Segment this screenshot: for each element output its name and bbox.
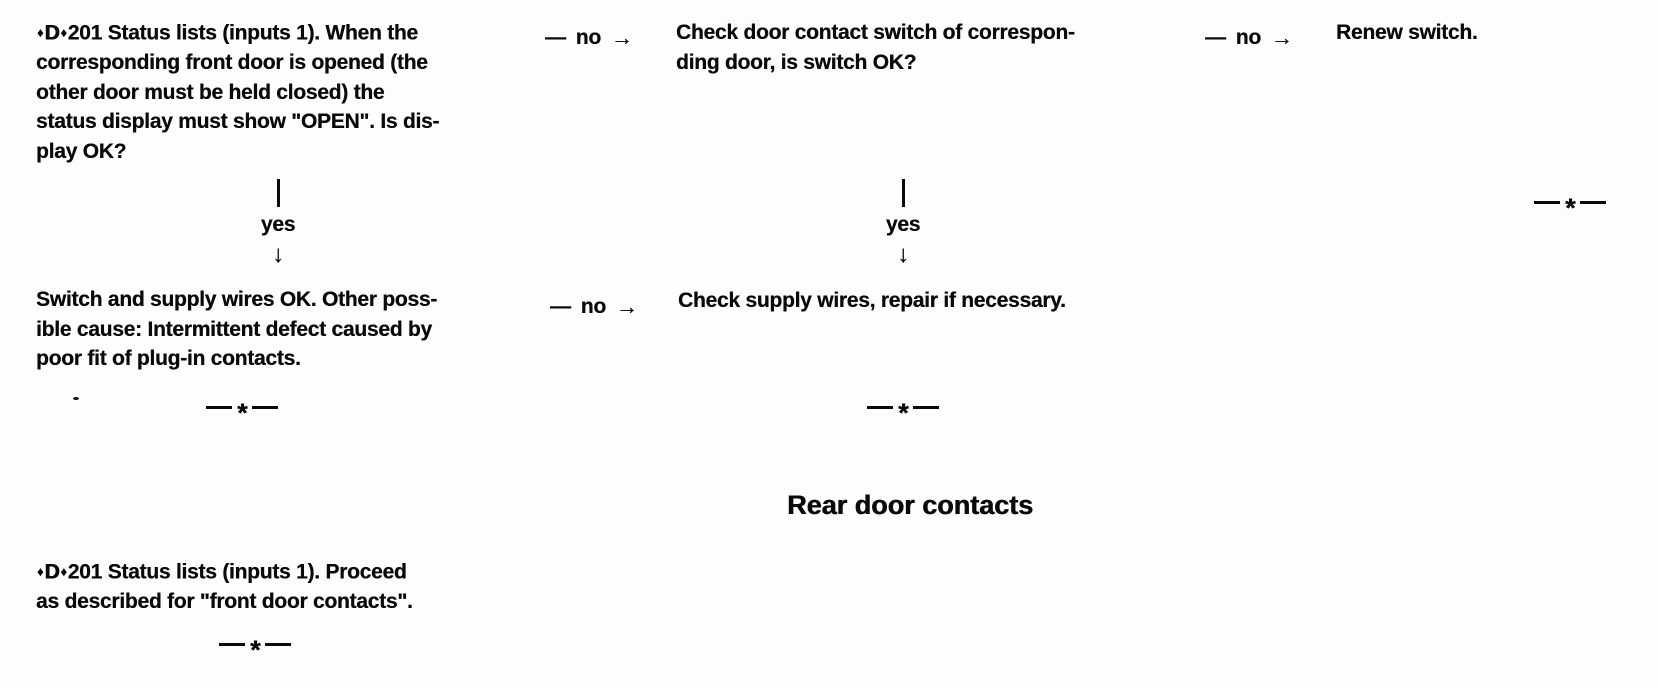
separator-dash xyxy=(265,642,292,646)
step-check-supply-wires: Check supply wires, repair if necessary. xyxy=(678,286,1066,316)
diamond-icon: ♦ xyxy=(37,25,44,40)
text-segment: 201 Status lists (inputs 1). When the xyxy=(67,21,418,45)
yes-label: yes xyxy=(260,213,296,236)
text-line: corresponding front door is opened (the xyxy=(36,51,428,74)
scan-artifact-dot xyxy=(73,397,79,400)
no-connector: —no→ xyxy=(550,295,638,319)
vertical-line xyxy=(276,179,280,207)
down-arrow-icon: ↓ xyxy=(897,241,909,268)
text-line: Switch and supply wires OK. Other poss- xyxy=(36,288,437,311)
text-line: play OK? xyxy=(36,139,127,163)
separator-dash xyxy=(867,405,893,409)
step-rear-door-proceed: ♦D♦201 Status lists (inputs 1). Proceed … xyxy=(36,557,413,617)
down-arrow-icon: ↓ xyxy=(272,241,284,268)
text-line: Renew switch. xyxy=(1336,21,1478,44)
step-switch-and-wires-ok: Switch and supply wires OK. Other poss- … xyxy=(36,285,437,374)
section-heading-rear-door-contacts: Rear door contacts xyxy=(786,490,1034,520)
no-connector: —no→ xyxy=(545,26,633,50)
section-end-separator: * xyxy=(867,396,940,427)
vertical-line xyxy=(901,179,905,207)
no-label: no xyxy=(580,295,606,319)
text-line: ding door, is switch OK? xyxy=(676,50,917,74)
step-check-door-contact-switch: Check door contact switch of correspon- … xyxy=(676,18,1075,77)
marker-letter: D xyxy=(44,560,60,584)
text-line: ible cause: Intermittent defect caused b… xyxy=(36,317,432,341)
yes-connector: yes ↓ xyxy=(249,179,307,267)
no-label: no xyxy=(1235,26,1261,50)
separator-dash xyxy=(913,405,940,409)
text-line: other door must be held closed) the xyxy=(36,80,385,104)
separator-dash xyxy=(206,405,232,409)
text-line: Check door contact switch of correspon- xyxy=(676,21,1075,44)
separator-dash xyxy=(219,642,245,646)
text-line: Check supply wires, repair if necessary. xyxy=(678,289,1066,312)
separator-dash xyxy=(252,405,279,409)
yes-connector: yes ↓ xyxy=(874,179,932,267)
diamond-icon: ♦ xyxy=(37,564,44,579)
marker-letter: D xyxy=(44,21,60,45)
diamond-icon: ♦ xyxy=(60,25,67,40)
text-line: status display must show "OPEN". Is dis- xyxy=(36,110,440,133)
separator-dash xyxy=(1534,200,1560,204)
yes-label: yes xyxy=(885,213,921,236)
step-front-door-status-check: ♦D♦201 Status lists (inputs 1). When the… xyxy=(36,18,439,166)
text-line: ♦D♦201 Status lists (inputs 1). Proceed xyxy=(36,557,413,587)
no-connector: —no→ xyxy=(1205,26,1293,50)
no-label: no xyxy=(575,26,601,50)
section-end-separator: * xyxy=(1534,191,1607,222)
step-renew-switch: Renew switch. xyxy=(1336,18,1478,48)
text-line: ♦D♦201 Status lists (inputs 1). When the xyxy=(36,18,439,48)
section-end-separator: * xyxy=(219,633,292,664)
section-end-separator: * xyxy=(206,396,279,427)
text-segment: 201 Status lists (inputs 1). Proceed xyxy=(67,560,407,584)
separator-dash xyxy=(1580,200,1607,204)
text-line: poor fit of plug-in contacts. xyxy=(36,347,301,370)
diamond-icon: ♦ xyxy=(60,564,67,579)
text-line: as described for "front door contacts". xyxy=(36,590,413,613)
